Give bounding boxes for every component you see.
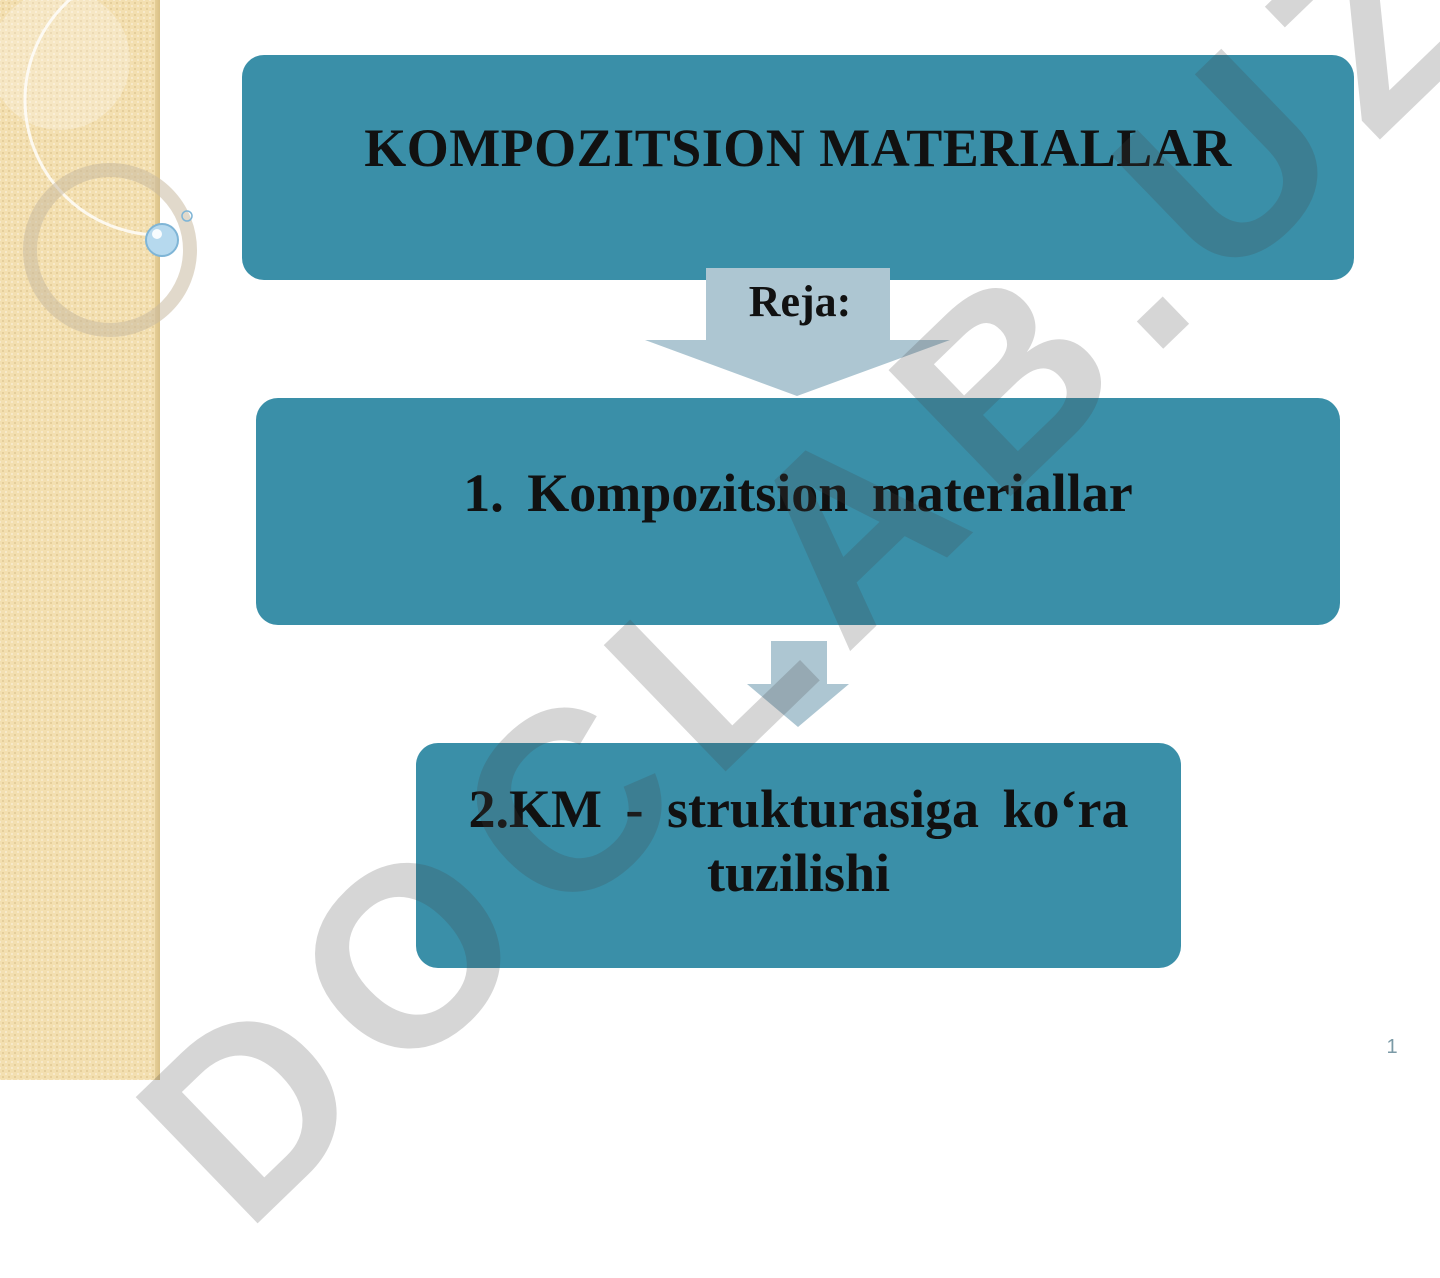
down-arrow-icon [747,641,849,727]
page-number: 1 [1386,1036,1398,1058]
plan-item-text: 2.KM - strukturasiga ko‘ra tuzilishi [468,779,1129,903]
down-arrow-icon [645,268,950,396]
plan-item-box: 1. Kompozitsion materiallar [256,398,1340,625]
title-box: KOMPOZITSION MATERIALLAR [242,55,1354,280]
plan-item-box: 2.KM - strukturasiga ko‘ra tuzilishi [416,743,1181,968]
side-strip-edge [155,0,160,1080]
plan-label: Reja: [748,277,852,326]
slide-title: KOMPOZITSION MATERIALLAR [364,118,1232,178]
plan-item-text: 1. Kompozitsion materiallar [463,463,1133,523]
bubble-decoration [0,0,260,337]
